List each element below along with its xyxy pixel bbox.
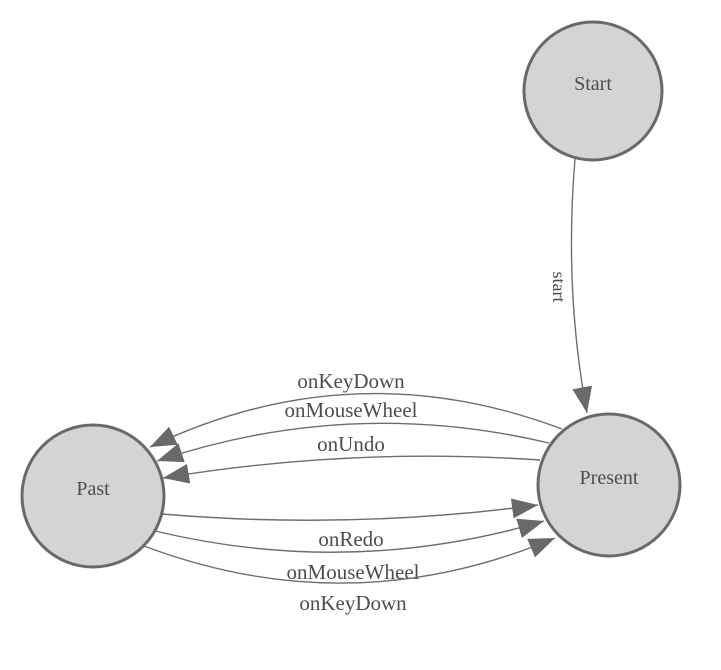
- edge-label-present-to-past-onmousewheel: onMouseWheel: [285, 398, 418, 422]
- state-circle-past[interactable]: [20, 423, 166, 569]
- state-label-past: Past: [76, 478, 110, 500]
- transition-edge-present-to-past-onundo[interactable]: [162, 455, 541, 484]
- state-node-present[interactable]: Present: [536, 412, 682, 558]
- edge-label-present-to-past-onundo: onUndo: [317, 432, 385, 456]
- edge-label-start-to-present: start: [549, 272, 569, 303]
- edge-label-present-to-past-onkeydown: onKeyDown: [297, 369, 405, 393]
- state-circle-start[interactable]: [522, 20, 664, 162]
- edge-label-past-to-present-onkeydown: onKeyDown: [299, 591, 407, 615]
- transition-edge-past-to-present-onmousewheel[interactable]: [154, 518, 545, 553]
- edge-label-past-to-present-onmousewheel: onMouseWheel: [287, 560, 420, 584]
- state-label-present: Present: [580, 467, 639, 489]
- edge-label-past-to-present-onredo: onRedo: [318, 527, 383, 551]
- edges-layer: start onKeyDown onMouseWheel onUndo onRedo on…: [143, 158, 593, 615]
- transition-edge-present-to-past-onmousewheel[interactable]: [156, 422, 550, 463]
- transition-edge-past-to-present-onredo[interactable]: [161, 498, 539, 521]
- state-circle-present[interactable]: [536, 412, 682, 558]
- state-label-start: Start: [574, 73, 612, 95]
- transition-edge-start-to-present[interactable]: [570, 158, 593, 414]
- transition-edge-present-to-past-onkeydown[interactable]: [149, 392, 563, 448]
- transition-edge-past-to-present-onkeydown[interactable]: [143, 537, 556, 584]
- state-node-start[interactable]: Start: [522, 20, 664, 162]
- state-node-past[interactable]: Past: [20, 423, 166, 569]
